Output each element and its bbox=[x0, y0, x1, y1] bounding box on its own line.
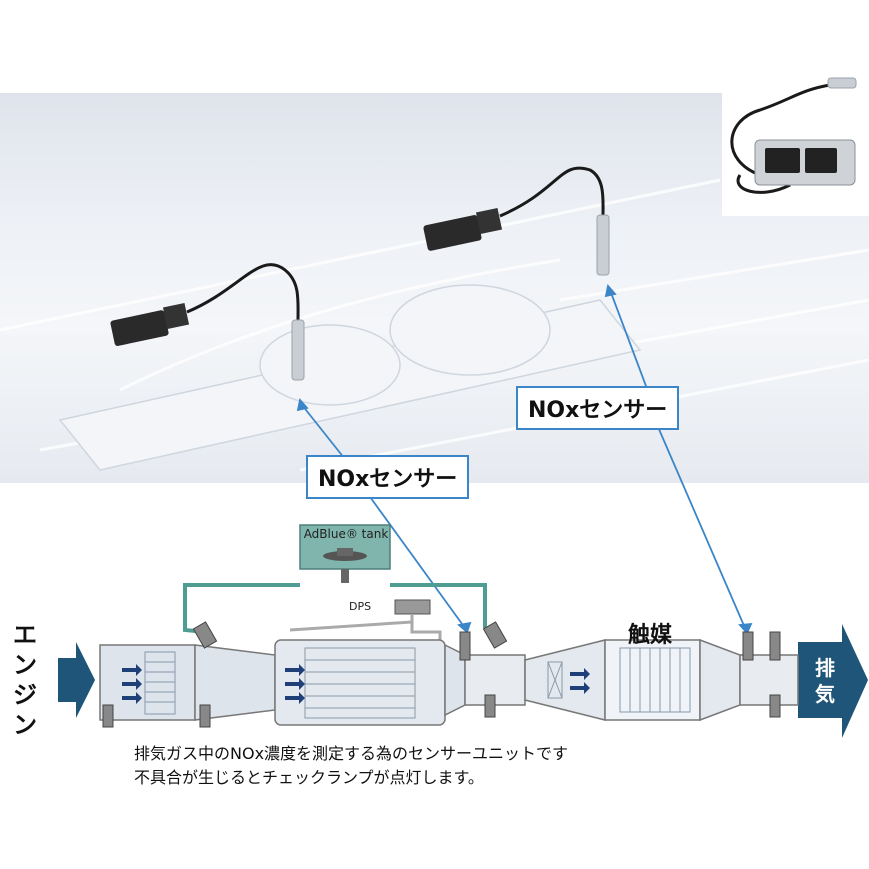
exhaust-body bbox=[99, 638, 799, 726]
exhaust-label: 排気 bbox=[815, 656, 835, 706]
filter-grid bbox=[144, 647, 691, 719]
catalyst-label: 触媒 bbox=[628, 623, 673, 648]
flow-arrows bbox=[122, 664, 590, 704]
nox-sensor-inset-image bbox=[730, 77, 857, 194]
nox-sensor-label-left: NOxセンサー bbox=[306, 455, 470, 499]
adblue-tank-label: AdBlue® tank bbox=[303, 527, 389, 541]
dps-label: DPS bbox=[349, 600, 372, 613]
diagram-sensor-probes bbox=[102, 621, 781, 728]
engine-label: エンジン bbox=[13, 621, 37, 739]
caption-line-1: 排気ガス中のNOx濃度を測定する為のセンサーユニットです bbox=[134, 744, 569, 763]
nox-sensor-left-photo bbox=[110, 263, 305, 381]
adblue-tank bbox=[299, 524, 391, 570]
caption: 排気ガス中のNOx濃度を測定する為のセンサーユニットです 不具合が生じるとチェッ… bbox=[134, 742, 568, 790]
dps-sensor bbox=[394, 599, 431, 615]
exhaust-arrow bbox=[798, 624, 868, 738]
nox-sensor-right-photo bbox=[423, 166, 610, 276]
caption-line-2: 不具合が生じるとチェックランプが点灯します。 bbox=[134, 768, 484, 787]
nox-sensor-label-right: NOxセンサー bbox=[516, 386, 680, 430]
engine-arrow bbox=[58, 642, 95, 718]
